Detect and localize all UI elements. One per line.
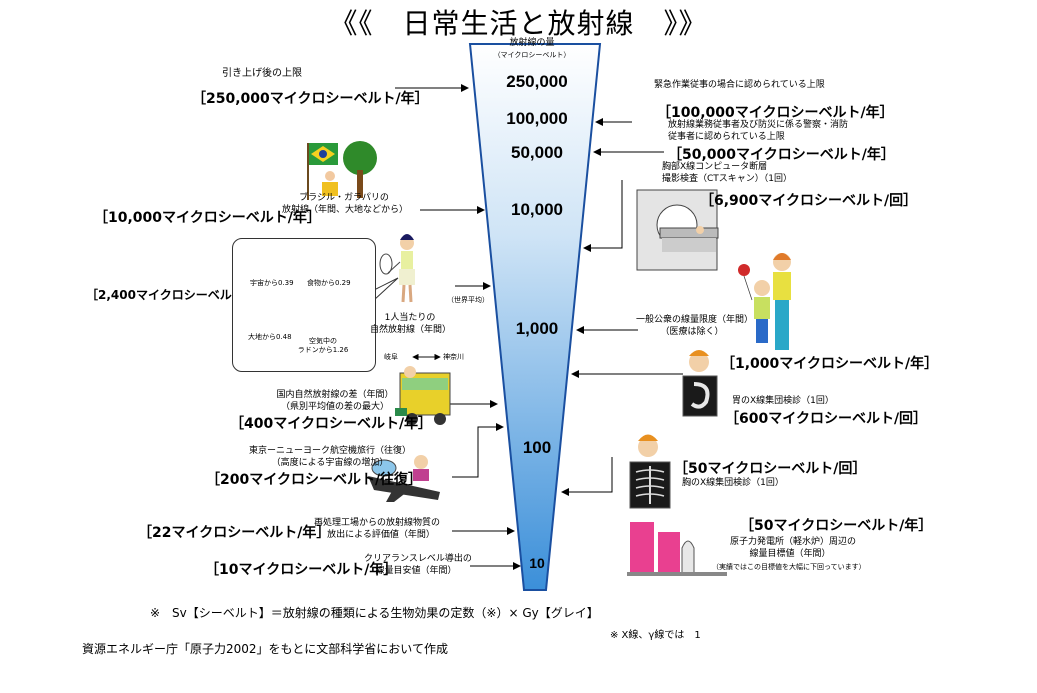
natural-caption-2: 自然放射線（年間） (370, 325, 452, 335)
brazil-value: ［10,000マイクロシーベルト/年］ (94, 210, 321, 226)
brazil-caption-2: 放射線（年間、大地などから） (282, 205, 409, 215)
flight-caption-1: 東京ーニューヨーク航空機旅行（往復） (248, 446, 411, 456)
stomach-value: ［600マイクロシーベルト/回］ (725, 411, 928, 427)
ct-value: ［6,900マイクロシーベルト/回］ (700, 193, 918, 209)
npp-caption-1: 原子力発電所（軽水炉）周辺の (730, 537, 857, 547)
flight-caption-2: （高度による宇宙線の増加） (271, 458, 389, 468)
scale-10000: 10,000 (511, 200, 563, 219)
page-title: 《《 日常生活と放射線 》》 (329, 7, 708, 40)
npp-value: ［50マイクロシーベルト/年］ (740, 518, 933, 534)
liftoff-caption: 引き上げ後の上限 (222, 68, 302, 79)
tennis-player-illustration (379, 234, 415, 303)
radon-label-1: 空気中の (309, 337, 337, 345)
chest-value: ［50マイクロシーベルト/回］ (674, 461, 867, 477)
children-illustration (738, 253, 791, 350)
nuclear-plant-illustration (627, 522, 727, 576)
kanagawa-label: 神奈川 (443, 353, 464, 361)
scale-100000: 100,000 (506, 109, 568, 128)
footer-xray-note: ※ X線、γ線では 1 (610, 630, 701, 641)
scale-100: 100 (522, 438, 552, 457)
worker-caption-1: 放射線業務従事者及び防災に係る警察・消防 (668, 120, 849, 130)
ct-scanner-illustration (636, 189, 719, 271)
scale-1000: 1,000 (515, 319, 559, 338)
npp-caption-3: （実績ではこの目標値を大幅に下回っています） (712, 563, 866, 571)
public-caption-1: 一般公衆の線量限度（年間） (636, 315, 754, 325)
natural-caption-1: 1人当たりの (384, 313, 436, 323)
scale-250000: 250,000 (506, 72, 568, 91)
funnel-label-unit: （マイクロシーベルト） (493, 51, 571, 59)
ground-label: 大地から0.48 (248, 333, 292, 341)
cosmic-label: 宇宙から0.39 (250, 279, 294, 287)
domestic-value: ［400マイクロシーベルト/年］ (230, 416, 433, 432)
clearance-value: ［10マイクロシーベルト/年］ (205, 562, 398, 578)
ct-caption-2: 撮影検査（CTスキャン）（1回） (662, 174, 793, 184)
reprocess-caption-1: 再処理工場からの放射線物質の (314, 518, 441, 528)
footer-source: 資源エネルギー庁「原子力2002」をもとに文部科学省において作成 (82, 642, 448, 656)
domestic-caption-1: 国内自然放射線の差（年間） (276, 390, 394, 400)
truck-illustration (395, 366, 451, 425)
radon-label-2: ラドンから1.26 (297, 346, 349, 354)
public-caption-2: （医療は除く） (660, 327, 724, 337)
arrow-chest (561, 457, 613, 496)
stomach-caption: 胃のX線集団検診（1回） (732, 396, 834, 406)
flight-value: ［200マイクロシーベルト/往復］ (206, 472, 423, 488)
public-value: ［1,000マイクロシーベルト/年］ (721, 356, 939, 372)
gifu-label: 岐阜 (384, 353, 398, 361)
natural-value: ［2,400マイクロシーベルト/年］ (86, 288, 273, 302)
natural-sources-box (232, 238, 376, 372)
scale-50000: 50,000 (511, 143, 563, 162)
arrow-flight (452, 423, 504, 478)
airplane-illustration (368, 455, 440, 502)
emergency-value: ［100,000マイクロシーベルト/年］ (657, 105, 894, 121)
npp-caption-2: 線量目標値（年間） (749, 549, 831, 559)
stomach-xray-illustration (682, 350, 718, 417)
chest-caption: 胸のX線集団検診（1回） (682, 478, 784, 488)
ct-caption-1: 胸部X線コンピュータ断層 (662, 162, 768, 172)
clearance-caption-2: 線量目安値（年間） (375, 566, 457, 576)
clearance-caption-1: クリアランスレベル導出の (364, 554, 472, 564)
radiation-funnel (468, 43, 602, 591)
footer-sievert-note: ※ Sv【シーベルト】＝放射線の種類による生物効果の定数（※）× Gy【グレイ】 (150, 606, 599, 620)
funnel-label-main: 放射線の量 (509, 38, 555, 48)
worker-caption-2: 従事者に認められている上限 (668, 132, 785, 142)
brazil-caption-1: ブラジル・ガラパリの (299, 193, 389, 203)
reprocess-caption-2: 放出による評価値（年間） (327, 530, 435, 540)
chest-xray-illustration (629, 434, 671, 509)
emergency-caption: 緊急作業従事の場合に認められている上限 (654, 80, 825, 90)
liftoff-value: ［250,000マイクロシーベルト/年］ (192, 91, 429, 107)
food-label: 食物から0.29 (307, 279, 351, 287)
world-average: （世界平均） (447, 296, 489, 304)
arrow-ct (583, 180, 623, 252)
reprocess-value: ［22マイクロシーベルト/年］ (138, 525, 331, 541)
domestic-caption-2: （県別平均値の差の最大） (280, 402, 389, 412)
brazil-illustration (307, 141, 377, 200)
scale-10: 10 (529, 555, 545, 571)
worker-value: ［50,000マイクロシーベルト/年］ (668, 147, 895, 163)
